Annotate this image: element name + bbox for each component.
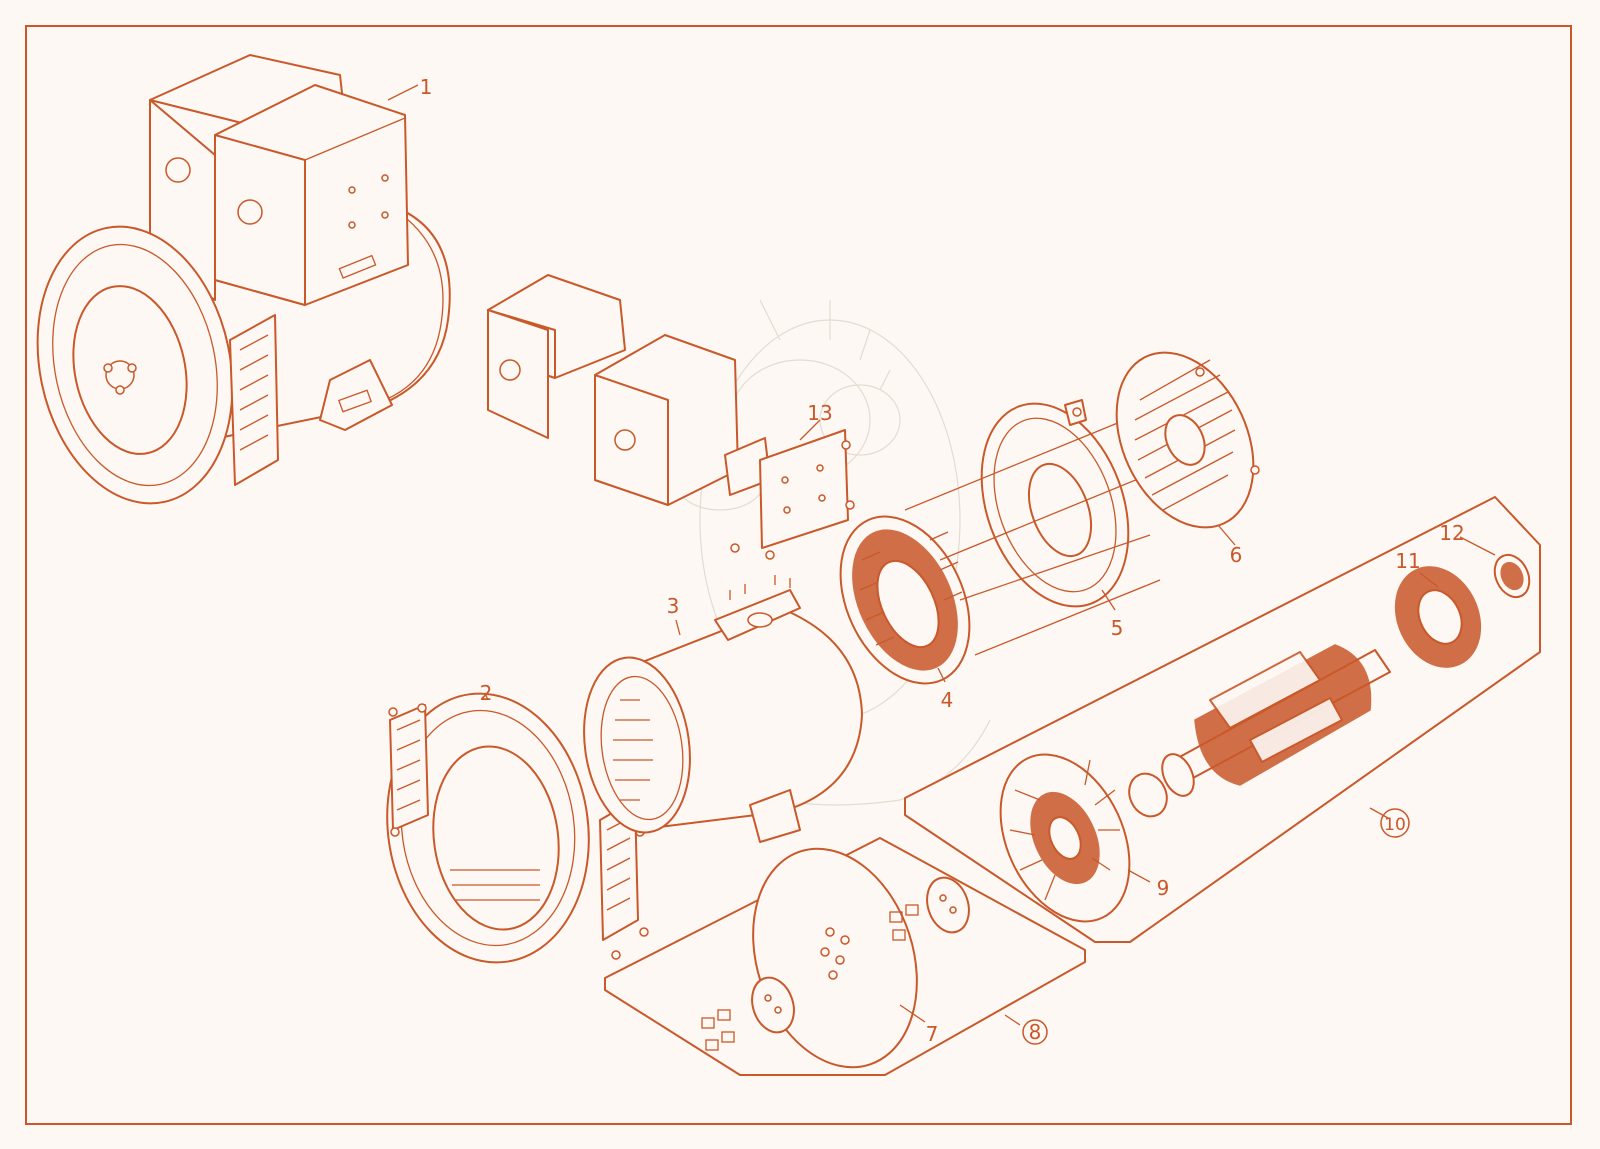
svg-text:9: 9 [1157, 876, 1170, 900]
svg-text:8: 8 [1029, 1020, 1042, 1044]
svg-text:1: 1 [420, 75, 433, 99]
part-5-nde-bracket [904, 399, 1161, 656]
callout-10: 10 [1380, 808, 1410, 838]
part-3-stator-frame [583, 575, 863, 843]
callout-9: 9 [1157, 876, 1170, 900]
part-4-exciter-stator [839, 515, 971, 685]
svg-text:5: 5 [1111, 616, 1124, 640]
svg-text:7: 7 [926, 1022, 939, 1046]
part-13-terminal-box-panels [487, 274, 855, 560]
callout-12: 12 [1439, 521, 1464, 545]
svg-text:10: 10 [1384, 815, 1406, 835]
drawing-frame [25, 25, 1572, 1125]
svg-text:6: 6 [1230, 543, 1243, 567]
callout-11: 11 [1395, 549, 1420, 573]
callout-13: 13 [807, 401, 832, 425]
callout-2: 2 [480, 681, 493, 705]
svg-text:12: 12 [1439, 521, 1464, 545]
callout-leaders [387, 84, 1496, 1026]
part-2-drive-end-bracket [386, 692, 649, 964]
svg-text:4: 4 [941, 688, 954, 712]
callout-5: 5 [1111, 616, 1124, 640]
part-6-air-intake-cover [1115, 351, 1260, 529]
group-8-coupling-kit [604, 837, 1086, 1076]
part-1-assembled-generator [36, 54, 451, 505]
callout-3: 3 [667, 594, 680, 618]
callout-8: 8 [1022, 1019, 1048, 1045]
callout-4: 4 [941, 688, 954, 712]
callout-6: 6 [1230, 543, 1243, 567]
callout-7: 7 [926, 1022, 939, 1046]
svg-text:2: 2 [480, 681, 493, 705]
svg-text:3: 3 [667, 594, 680, 618]
svg-text:11: 11 [1395, 549, 1420, 573]
group-10-rotor-kit [904, 496, 1541, 943]
callout-1: 1 [420, 75, 433, 99]
svg-text:13: 13 [807, 401, 832, 425]
